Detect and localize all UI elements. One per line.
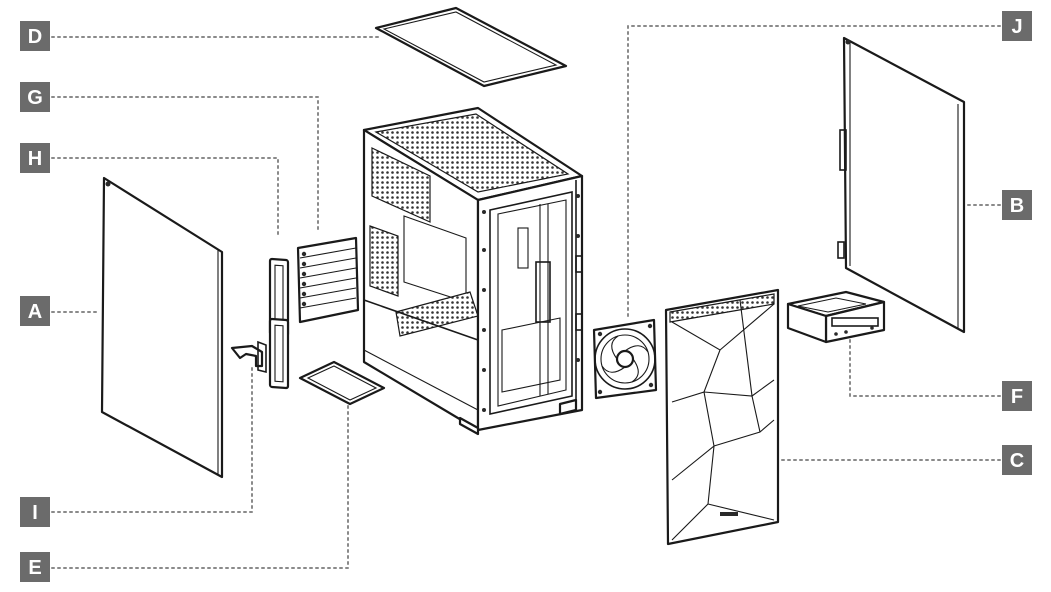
right-side-panel: [837, 36, 966, 334]
callout-e-label: E: [28, 557, 41, 579]
callout-g-label: G: [27, 87, 43, 109]
callout-j-label: J: [1011, 16, 1022, 38]
callout-d-label: D: [28, 26, 42, 48]
leader-i: [51, 363, 253, 513]
callout-b: B: [1002, 190, 1032, 220]
callout-f-label: F: [1011, 386, 1023, 408]
expansion-slot-covers: [296, 236, 360, 324]
callout-i-label: I: [32, 502, 38, 524]
callout-d: D: [20, 21, 50, 51]
callout-e: E: [20, 552, 50, 582]
callout-h: H: [20, 143, 50, 173]
top-dust-filter: [374, 6, 568, 88]
case-chassis: [362, 106, 584, 436]
fan-j: [592, 318, 658, 400]
leader-e: [51, 397, 349, 569]
vertical-slot-brackets: [268, 257, 290, 390]
callout-b-label: B: [1010, 195, 1024, 217]
callout-g: G: [20, 82, 50, 112]
leader-lines: [51, 25, 1001, 569]
callout-f: F: [1002, 381, 1032, 411]
leader-j: [627, 25, 1001, 319]
bottom-dust-filter: [298, 360, 386, 406]
left-side-panel: [100, 176, 224, 479]
leader-f: [849, 339, 1001, 397]
drive-cage: [786, 290, 886, 344]
callout-h-label: H: [28, 148, 42, 170]
callout-c-label: C: [1010, 450, 1024, 472]
callout-j: J: [1002, 11, 1032, 41]
leader-g: [51, 96, 319, 233]
callout-a-label: A: [28, 301, 42, 323]
callout-c: C: [1002, 445, 1032, 475]
front-panel: [664, 288, 780, 546]
callout-i: I: [20, 497, 50, 527]
callout-a: A: [20, 296, 50, 326]
bracket-i: [230, 340, 267, 374]
